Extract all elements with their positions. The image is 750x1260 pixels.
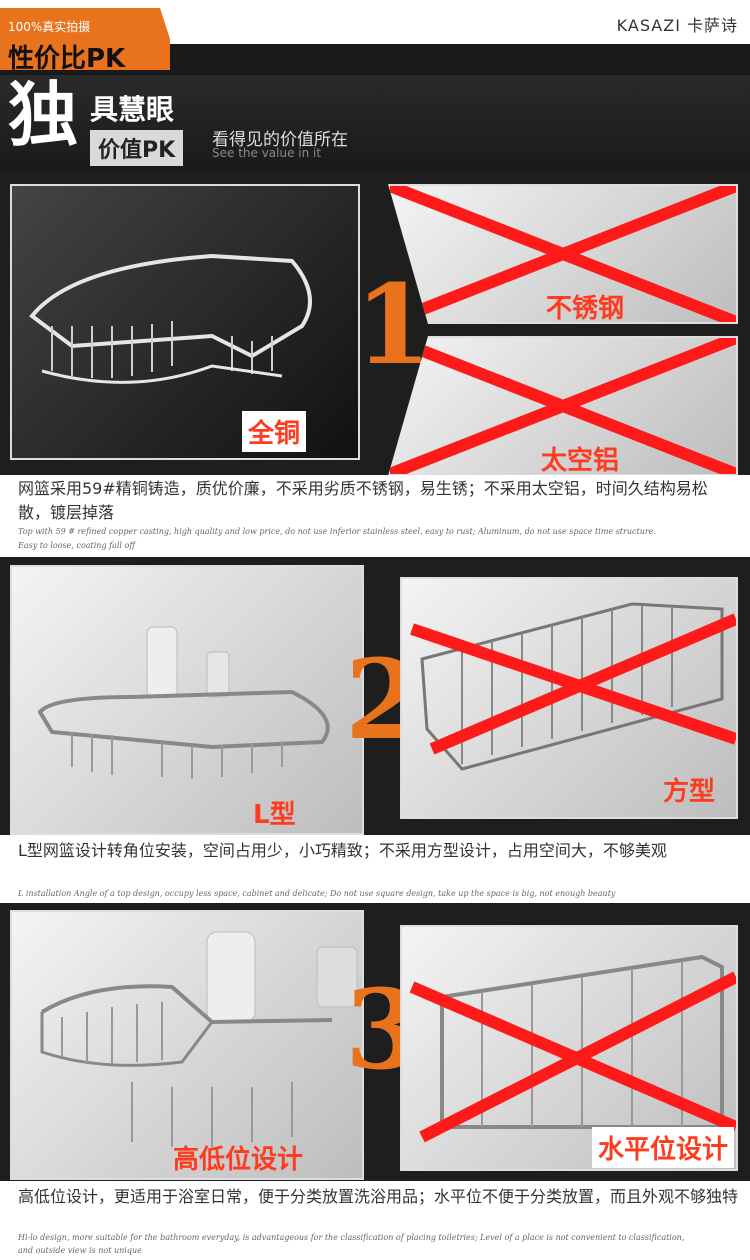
- section-1-desc: 网篮采用59#精铜铸造，质优价廉，不采用劣质不锈钢，易生锈；不采用太空铝，时间久…: [0, 475, 750, 557]
- hilo-basket-illustration: [40, 931, 358, 1147]
- section-1-right-top-label: 不锈钢: [546, 294, 625, 324]
- slogan-en: See the value in it: [212, 146, 322, 160]
- l-basket-illustration: [37, 626, 330, 779]
- tag-small-text: 100%真实拍摄: [8, 20, 91, 34]
- cross-mark-icon: [390, 338, 736, 474]
- cross-mark-icon: [390, 186, 736, 322]
- section-3-desc-en-2: and outside view is not unique: [18, 1246, 142, 1255]
- cross-mark-icon: [410, 613, 736, 755]
- square-basket-illustration: [420, 602, 724, 771]
- section-3-left-photo: 高低位设计: [10, 910, 364, 1180]
- title-pk-box: 价值PK: [90, 130, 184, 166]
- section-3-left-label: 高低位设计: [173, 1145, 304, 1175]
- section-1-right-bottom-label: 太空铝: [541, 446, 620, 476]
- section-2-desc: L型网篮设计转角位安装，空间占用少，小巧精致；不采用方型设计，占用空间大，不够美…: [0, 835, 750, 903]
- section-2-desc-cn: L型网篮设计转角位安装，空间占用少，小巧精致；不采用方型设计，占用空间大，不够美…: [18, 841, 667, 860]
- cross-mark-icon: [409, 971, 736, 1143]
- section-2-right-label: 方型: [663, 777, 716, 807]
- title-sub: 具慧眼: [90, 93, 175, 126]
- section-1-left-label: 全铜: [242, 411, 307, 452]
- copper-basket-illustration: [29, 253, 312, 384]
- section-1-left-photo: 全铜: [10, 184, 360, 460]
- section-2-left-photo: L型: [10, 565, 364, 835]
- brand-logo: KASAZI 卡萨诗: [616, 16, 738, 35]
- slogan-cn: 看得见的价值所在: [212, 130, 348, 150]
- section-1-right-top-photo: 不锈钢: [388, 184, 738, 324]
- title-big-char: 独: [8, 74, 78, 156]
- section-2-left-label: L型: [253, 800, 296, 830]
- section-2-desc-en-1: L installation Angle of a top design, oc…: [18, 889, 616, 898]
- section-3-right-photo: 水平位设计: [400, 925, 738, 1171]
- section-3-desc: 高低位设计，更适用于浴室日常，便于分类放置洗浴用品；水平位不便于分类放置，而且外…: [0, 1181, 750, 1260]
- section-1-desc-en-2: Easy to loose, coating fall off: [18, 541, 135, 550]
- section-1-right-bottom-photo: 太空铝: [388, 336, 738, 476]
- tag-big-text: 性价比PK: [8, 44, 126, 74]
- tag-badge: 100%真实拍摄 性价比PK: [0, 8, 170, 70]
- section-3-desc-cn: 高低位设计，更适用于浴室日常，便于分类放置洗浴用品；水平位不便于分类放置，而且外…: [18, 1187, 739, 1206]
- section-3-desc-en-1: Hi-lo design, more suitable for the bath…: [18, 1233, 685, 1242]
- section-1-desc-en-1: Top with 59 # refined copper casting, hi…: [18, 527, 656, 536]
- section-3-right-label: 水平位设计: [592, 1127, 735, 1168]
- section-1-desc-cn: 网篮采用59#精铜铸造，质优价廉，不采用劣质不锈钢，易生锈；不采用太空铝，时间久…: [18, 479, 708, 522]
- section-2-right-photo: 方型: [400, 577, 738, 819]
- top-banner: 100%真实拍摄 性价比PK KASAZI 卡萨诗: [0, 0, 750, 75]
